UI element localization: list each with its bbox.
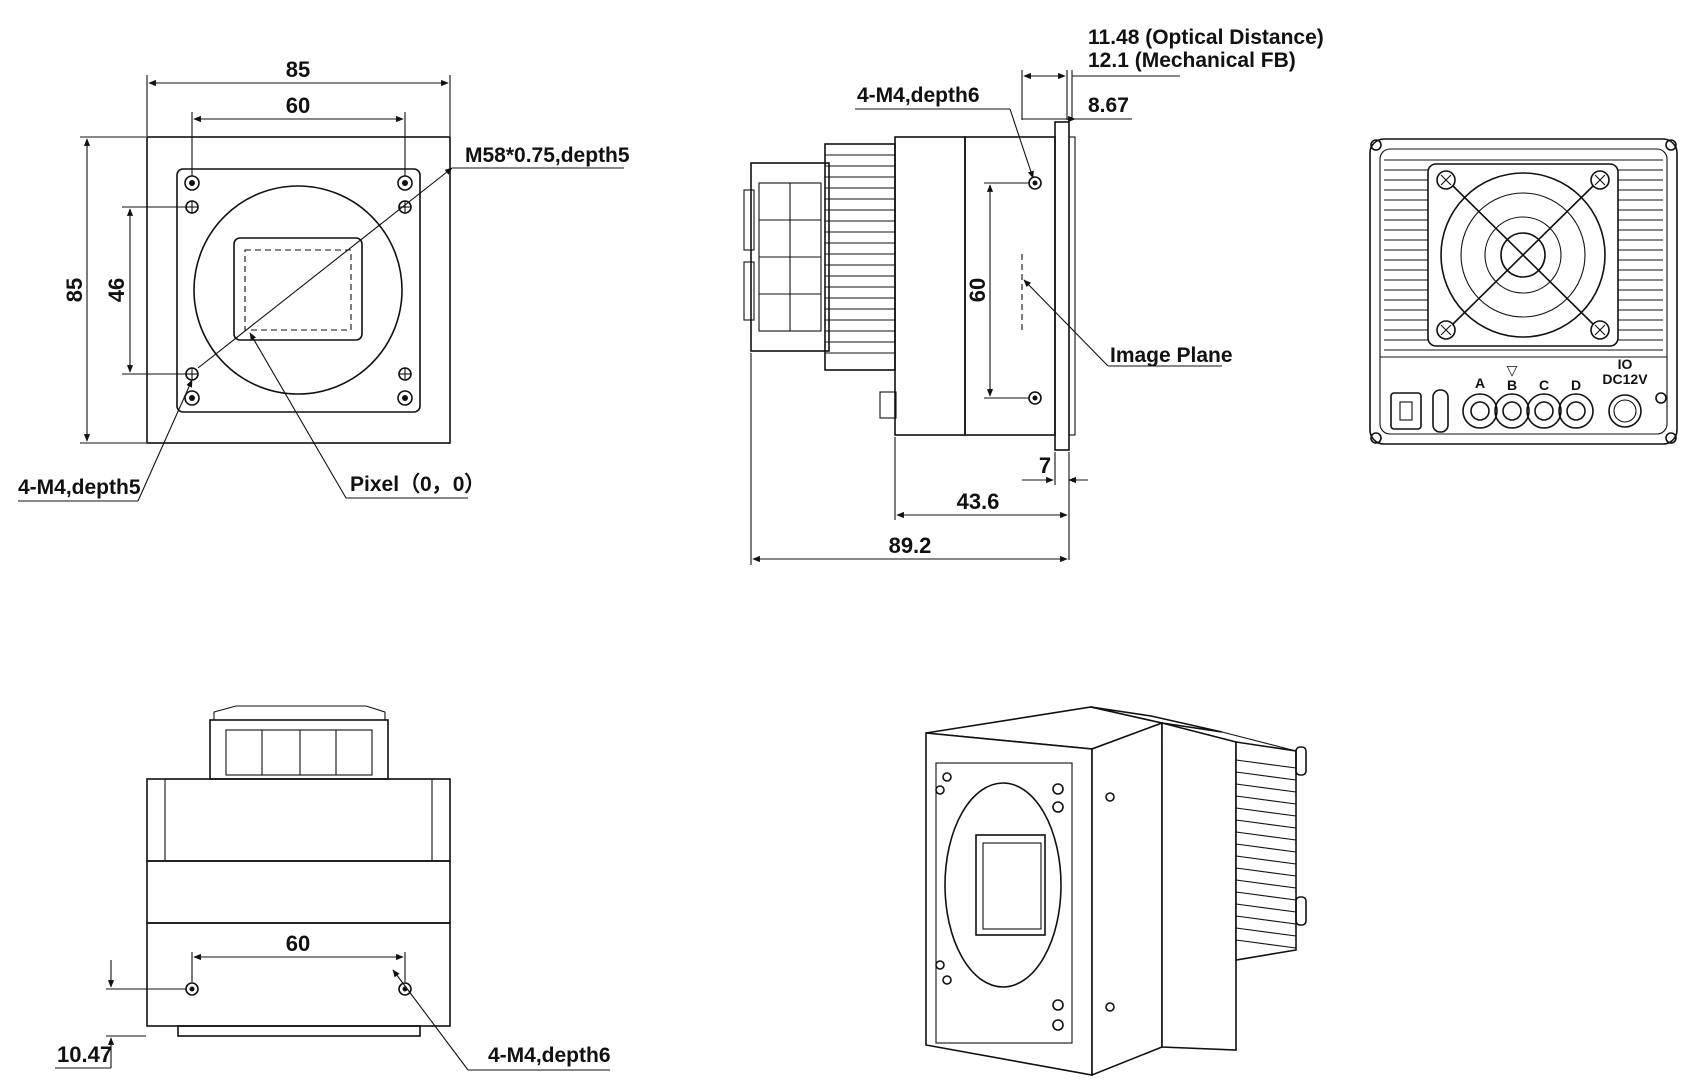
fan-icon	[1427, 163, 1619, 347]
port-a-label: A	[1475, 375, 1485, 391]
iso-lens-mount	[944, 782, 1062, 988]
side-view: 11.48 (Optical Distance) 12.1 (Mechanica…	[743, 26, 1324, 565]
connector-icon	[1462, 393, 1642, 429]
front-mount-plate	[176, 168, 421, 413]
rear-panel	[1369, 138, 1678, 445]
dim-front-width-85: 85	[286, 57, 310, 82]
side-front-plate	[1054, 121, 1070, 451]
dim-side-60: 60	[965, 278, 990, 302]
side-hole-note: 4-M4,depth6	[857, 84, 980, 107]
dim-side-436: 43.6	[957, 489, 1000, 514]
io-label: IO	[1618, 356, 1633, 372]
optical-distance-label: 11.48 (Optical Distance)	[1088, 26, 1324, 49]
port-b-arrow: ▽	[1507, 362, 1518, 378]
side-connector	[879, 391, 897, 419]
port-c-label: C	[1539, 377, 1549, 393]
side-heatsink	[824, 143, 896, 371]
side-fan-cover	[750, 162, 830, 352]
bottom-fan-cover	[209, 719, 389, 780]
port-d-label: D	[1571, 377, 1581, 393]
front-screw-holes	[184, 175, 413, 406]
bottom-heatsink	[146, 778, 451, 862]
dim-side-7: 7	[1039, 453, 1051, 478]
bottom-hole-note: 4-M4,depth6	[488, 1044, 611, 1067]
side-body-rear	[894, 136, 966, 436]
front-outer-frame	[146, 136, 451, 444]
bottom-view: 60 10.47 4-M4,depth6	[55, 705, 611, 1071]
dim-front-height-46: 46	[104, 278, 129, 302]
usb-c-port-icon	[1432, 389, 1449, 433]
sensor-window	[233, 237, 363, 341]
lens-mount-ring	[193, 185, 403, 395]
sensor-area	[244, 249, 352, 331]
front-thread-note: M58*0.75,depth5	[465, 144, 630, 167]
dim-front-width-60: 60	[286, 93, 310, 118]
dim-side-867: 8.67	[1088, 94, 1129, 117]
power-label: DC12V	[1602, 371, 1648, 387]
image-plane-label: Image Plane	[1110, 344, 1233, 367]
port-b-label: B	[1507, 377, 1517, 393]
dim-bottom-60: 60	[286, 931, 310, 956]
front-view: 85 60 85 46 M58*0.75,depth5 4-M4,depth5 …	[18, 57, 630, 502]
rear-view: A ▽ B C D IO DC12V	[1369, 138, 1678, 445]
front-hole-note: 4-M4,depth5	[18, 476, 141, 499]
iso-sensor	[975, 834, 1046, 936]
power-switch-icon	[1390, 392, 1422, 430]
pixel-origin-label: Pixel（0，0）	[350, 472, 485, 496]
iso-side-face	[1091, 721, 1163, 1077]
mechanical-fb-label: 12.1 (Mechanical FB)	[1088, 49, 1296, 72]
dim-bottom-1047: 10.47	[57, 1042, 112, 1067]
dim-front-height-85: 85	[62, 278, 87, 302]
isometric-view	[925, 706, 1307, 1077]
dim-side-892: 89.2	[889, 533, 932, 558]
